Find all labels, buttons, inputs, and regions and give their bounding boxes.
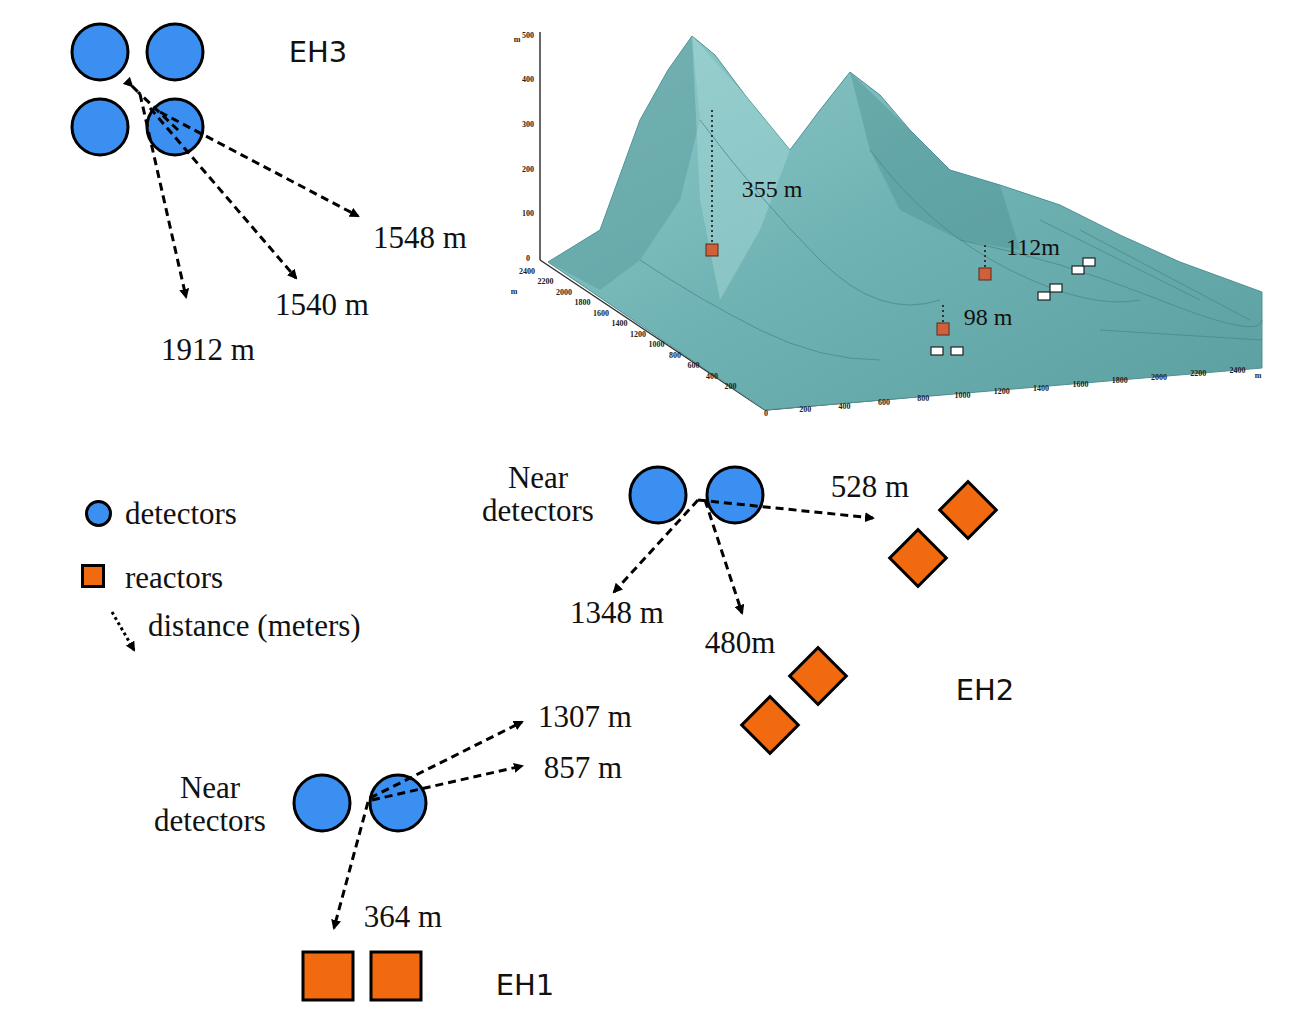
hall-name: EH3 — [289, 37, 348, 67]
legend-text: reactors — [125, 562, 223, 595]
axis-tick: 400 — [522, 76, 534, 84]
axis-tick: 500 — [522, 32, 534, 40]
axis-tick: 200 — [799, 406, 811, 414]
distance-label: Near detectors — [135, 772, 285, 837]
distance-label: 1548 m — [373, 222, 467, 255]
axis-tick: 800 — [917, 395, 929, 403]
distance-label: 528 m — [831, 471, 909, 504]
detector-group — [630, 467, 763, 523]
axis-tick: 400 — [706, 373, 718, 381]
legend-swatch — [81, 564, 105, 588]
distance-arrows — [334, 722, 522, 928]
reactor-group — [303, 952, 421, 1000]
reactor-group — [742, 482, 997, 754]
distance-label: 1307 m — [538, 701, 632, 734]
axis-tick: 800 — [669, 352, 681, 360]
axis-tick: 200 — [725, 383, 737, 391]
distance-arrows — [132, 86, 358, 297]
distance-label: 480m — [705, 627, 776, 660]
legend-text: detectors — [125, 498, 237, 531]
terrain-map — [540, 32, 1262, 410]
legend-text: distance (meters) — [148, 610, 361, 643]
distance-label: 355 m — [742, 177, 803, 202]
axis-tick: 2000 — [1151, 374, 1167, 382]
distance-label: Near detectors — [463, 462, 613, 527]
distance-label: 1540 m — [275, 289, 369, 322]
distance-label: 98 m — [964, 305, 1013, 330]
distance-label: 364 m — [364, 901, 442, 934]
hall-name: EH2 — [956, 675, 1015, 705]
axis-tick: m — [511, 288, 518, 296]
distance-label: 112m — [1006, 235, 1060, 260]
distance-label: 857 m — [544, 752, 622, 785]
axis-tick: 2400 — [1230, 367, 1246, 375]
hall-name: EH1 — [496, 970, 555, 1000]
axis-tick: 1400 — [612, 320, 628, 328]
axis-tick: 600 — [878, 399, 890, 407]
axis-tick: 1800 — [1112, 377, 1128, 385]
axis-tick: 1400 — [1033, 385, 1049, 393]
axis-tick: 1000 — [649, 341, 665, 349]
detector-group — [294, 775, 426, 831]
axis-tick: 1600 — [593, 310, 609, 318]
axis-tick: 200 — [522, 166, 534, 174]
detector-group — [72, 24, 203, 155]
distance-label: 1912 m — [161, 334, 255, 367]
axis-tick: 0 — [526, 255, 530, 263]
axis-tick: 1200 — [994, 388, 1010, 396]
axis-tick: 2200 — [1190, 370, 1206, 378]
axis-tick: 1600 — [1072, 381, 1088, 389]
legend-swatch — [85, 500, 112, 527]
legend-arrow — [112, 612, 134, 650]
axis-tick: m — [514, 36, 521, 44]
axis-tick: 2400 — [519, 268, 535, 276]
axis-tick: 400 — [839, 403, 851, 411]
axis-tick: 1800 — [575, 299, 591, 307]
distance-label: 1348 m — [570, 597, 664, 630]
axis-tick: 1000 — [955, 392, 971, 400]
axis-tick: 300 — [522, 121, 534, 129]
axis-tick: 1200 — [630, 331, 646, 339]
axis-tick: 2200 — [538, 278, 554, 286]
axis-tick: 0 — [764, 410, 768, 418]
axis-tick: 600 — [688, 362, 700, 370]
axis-tick: m — [1255, 372, 1262, 380]
axis-tick: 100 — [522, 210, 534, 218]
axis-tick: 2000 — [556, 289, 572, 297]
